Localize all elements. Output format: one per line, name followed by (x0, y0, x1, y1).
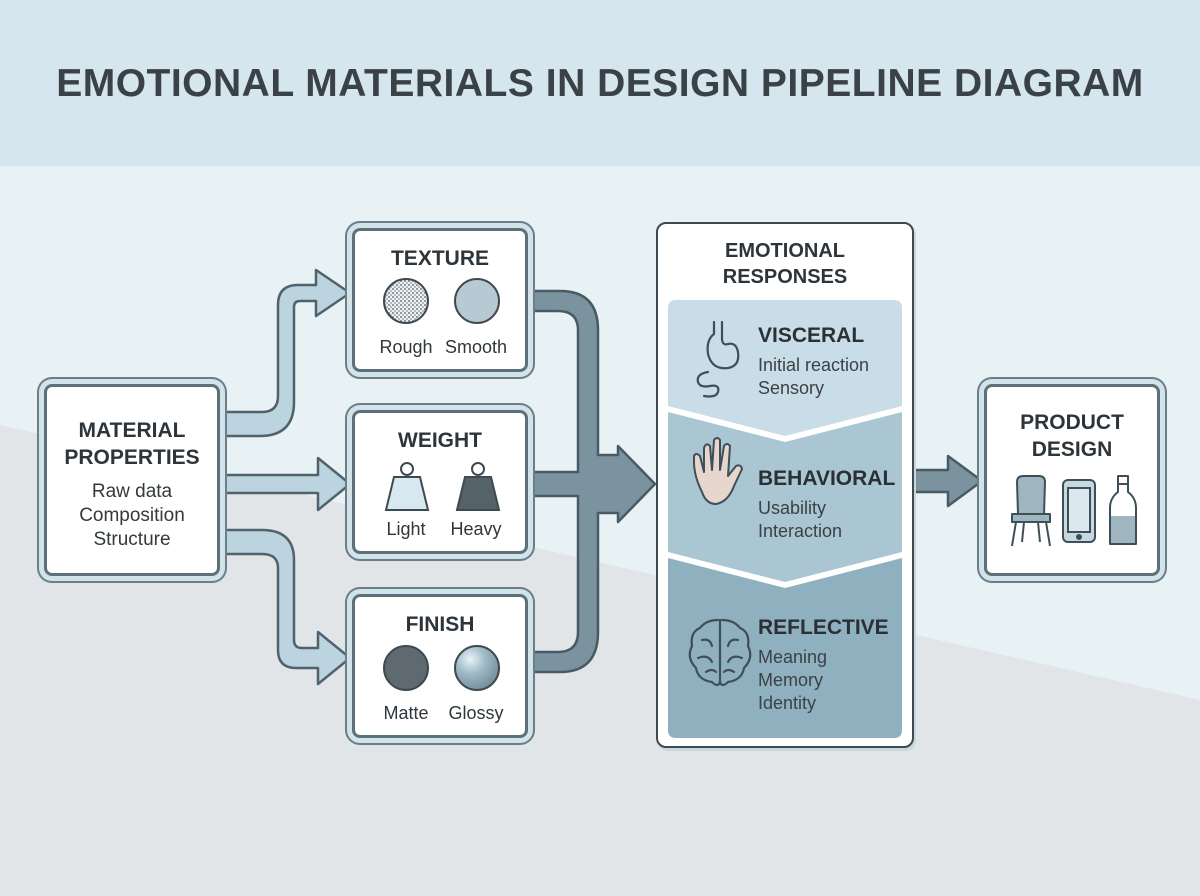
diagram-title: EMOTIONAL MATERIALS IN DESIGN PIPELINE D… (56, 62, 1144, 105)
weight-box: WEIGHT Light Heavy (352, 410, 528, 554)
phone-icon (1062, 479, 1096, 543)
weight-title: WEIGHT (398, 429, 482, 452)
brain-icon (688, 618, 752, 687)
reflective-line: Identity (758, 693, 817, 713)
material-property-item: Raw data (91, 481, 173, 502)
finish-swatches (383, 645, 500, 691)
branch-arrow-weight (218, 456, 352, 512)
product-icons (1011, 475, 1137, 547)
weight-light-label: Light (386, 519, 426, 539)
branch-arrow-finish (218, 528, 352, 686)
finish-matte-label: Matte (383, 703, 429, 723)
finish-glossy-label: Glossy (448, 703, 504, 723)
hand-icon (693, 437, 743, 505)
behavioral-title: BEHAVIORAL (758, 467, 896, 490)
texture-box: TEXTURE Rough Smooth (352, 228, 528, 372)
reflective-title: REFLECTIVE (758, 616, 889, 639)
reflective-line: Meaning (758, 647, 828, 667)
emotional-bands (668, 300, 902, 738)
header-band (0, 0, 1200, 166)
chair-icon (1011, 475, 1051, 547)
weight-heavy-label: Heavy (450, 519, 502, 539)
behavioral-line: Usability (758, 498, 827, 518)
texture-swatches (383, 278, 500, 324)
glossy-swatch (454, 645, 500, 691)
finish-box: FINISH Matte Glossy (352, 594, 528, 738)
material-properties-title-2: PROPERTIES (64, 446, 200, 469)
emotional-responses-title-1: EMOTIONAL (725, 240, 845, 262)
texture-title: TEXTURE (390, 247, 489, 270)
material-property-item: Structure (93, 529, 171, 550)
stomach-icon (696, 320, 740, 398)
rough-swatch (383, 278, 429, 324)
reflective-band (668, 558, 902, 738)
reflective-line: Memory (758, 670, 824, 690)
weight-icons (384, 462, 501, 511)
texture-rough-label: Rough (379, 337, 433, 357)
behavioral-line: Interaction (758, 521, 843, 541)
emotional-responses-title-2: RESPONSES (722, 266, 848, 288)
finish-title: FINISH (405, 613, 475, 636)
visceral-band (668, 300, 902, 436)
product-design-title-1: PRODUCT (1020, 411, 1124, 434)
output-arrow (912, 454, 984, 508)
product-design-title-2: DESIGN (1031, 438, 1113, 461)
product-design-box: PRODUCT DESIGN (984, 384, 1160, 576)
material-property-item: Composition (79, 505, 185, 526)
material-properties-box: MATERIAL PROPERTIES Raw data Composition… (44, 384, 220, 576)
branch-arrow-texture (218, 268, 352, 438)
light-weight-icon (384, 462, 430, 511)
visceral-line: Initial reaction (758, 355, 870, 375)
background-diagonal (0, 425, 1200, 896)
texture-smooth-label: Smooth (444, 337, 508, 357)
visceral-title: VISCERAL (758, 324, 865, 347)
smooth-swatch (454, 278, 500, 324)
bottle-icon (1109, 475, 1137, 545)
visceral-line: Sensory (758, 378, 825, 398)
matte-swatch (383, 645, 429, 691)
emotional-responses-panel: EMOTIONAL RESPONSES VISCERAL (656, 222, 914, 748)
heavy-weight-icon (455, 462, 501, 511)
merge-arrow (528, 289, 657, 674)
material-properties-title-1: MATERIAL (78, 419, 186, 442)
